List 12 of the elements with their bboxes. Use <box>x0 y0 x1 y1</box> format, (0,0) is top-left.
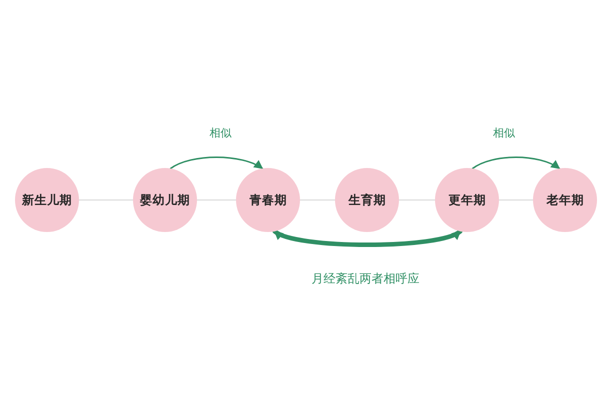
edge-label: 相似 <box>208 126 234 141</box>
stage-label: 生育期 <box>348 192 386 208</box>
curved-arrow <box>272 229 463 248</box>
stage-label: 婴幼儿期 <box>140 192 190 208</box>
stage-label: 老年期 <box>546 192 584 208</box>
stage-label: 新生儿期 <box>22 192 72 208</box>
edge-label: 月经紊乱两者相呼应 <box>310 270 422 288</box>
curved-arrow <box>472 156 560 170</box>
curved-arrow <box>170 156 264 170</box>
stage-label: 更年期 <box>448 192 486 208</box>
edge-label: 相似 <box>491 126 517 141</box>
stage-label: 青春期 <box>249 192 287 208</box>
